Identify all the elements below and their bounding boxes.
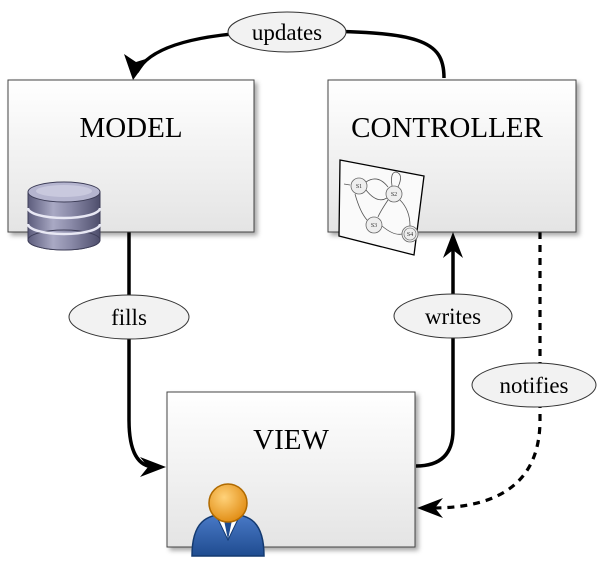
- state-s3-label: S3: [371, 223, 377, 229]
- edge-fills-arrowhead: [140, 457, 166, 477]
- edge-fills-line: [127, 232, 156, 469]
- edge-notifies-line: [431, 232, 542, 510]
- state-s2-label: S2: [391, 192, 397, 198]
- view-title: VIEW: [253, 424, 329, 456]
- edge-notifies-arrowhead: [417, 498, 443, 518]
- user-icon: [191, 483, 265, 557]
- state-s2: [385, 185, 403, 203]
- model-node: MODEL: [7, 79, 255, 251]
- edge-label-notifies: notifies: [471, 362, 597, 408]
- edge-label-updates-text: updates: [252, 20, 322, 45]
- edge-label-notifies-text: notifies: [500, 373, 569, 398]
- model-title: MODEL: [79, 112, 182, 144]
- edge-label-fills-text: fills: [111, 305, 147, 330]
- edge-writes-line: [415, 250, 455, 468]
- state-machine-icon: S1 S2 S3 S4: [338, 159, 425, 256]
- state-s1: [350, 177, 368, 195]
- edge-label-fills: fills: [68, 294, 190, 340]
- edge-label-writes: writes: [393, 293, 513, 339]
- edge-updates-arrowhead: [124, 54, 149, 80]
- controller-node: CONTROLLER S1 S2 S3 S4: [327, 79, 577, 256]
- edge-label-updates: updates: [227, 11, 347, 53]
- view-node: VIEW: [166, 391, 416, 557]
- edge-label-writes-text: writes: [425, 304, 481, 329]
- state-s3: [365, 216, 383, 234]
- state-s1-label: S1: [356, 184, 362, 190]
- database-icon: [26, 181, 102, 251]
- edge-writes-arrowhead: [443, 232, 463, 258]
- controller-title: CONTROLLER: [351, 112, 543, 144]
- state-s4-label: S4: [407, 232, 413, 238]
